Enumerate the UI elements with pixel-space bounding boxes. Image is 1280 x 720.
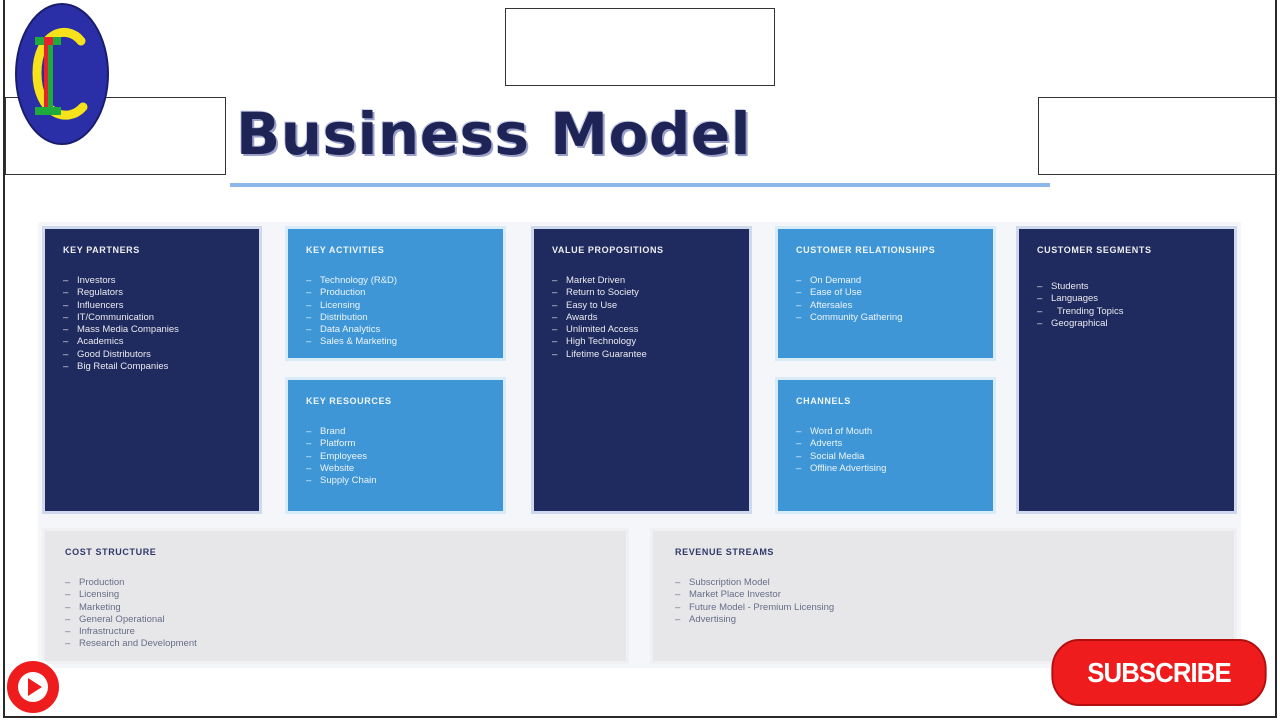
block-title: KEY RESOURCES: [306, 396, 392, 406]
customer-relationships-list: On Demand Ease of Use Aftersales Communi…: [796, 275, 975, 324]
list-item: Academics: [63, 336, 241, 349]
key-partners-list: Investors Regulators Influencers IT/Comm…: [63, 275, 241, 374]
list-item: Word of Mouth: [796, 426, 975, 439]
list-item: Trending Topics: [1037, 306, 1216, 319]
block-title: CHANNELS: [796, 396, 851, 406]
list-item: Production: [306, 287, 485, 300]
list-item: Languages: [1037, 293, 1216, 306]
list-item: Licensing: [65, 589, 608, 602]
list-item: Marketing: [65, 602, 608, 615]
list-item: Distribution: [306, 312, 485, 325]
list-item: Investors: [63, 275, 241, 288]
list-item: Subscription Model: [675, 577, 1216, 590]
block-title: COST STRUCTURE: [65, 547, 157, 557]
list-item: Infrastructure: [65, 626, 608, 639]
list-item: Offline Advertising: [796, 463, 975, 476]
cost-structure-list: Production Licensing Marketing General O…: [65, 577, 608, 651]
page-title: Business Model: [236, 100, 752, 168]
block-title: REVENUE STREAMS: [675, 547, 775, 557]
block-title: KEY PARTNERS: [63, 245, 140, 255]
subscribe-button[interactable]: SUBSCRIBE: [1051, 639, 1267, 706]
revenue-streams-list: Subscription Model Market Place Investor…: [675, 577, 1216, 626]
list-item: Brand: [306, 426, 485, 439]
key-partners-block: KEY PARTNERS Investors Regulators Influe…: [42, 226, 262, 514]
list-item: Licensing: [306, 300, 485, 313]
list-item: Sales & Marketing: [306, 336, 485, 349]
list-item: Lifetime Guarantee: [552, 349, 731, 362]
list-item: General Operational: [65, 614, 608, 627]
block-title: VALUE PROPOSITIONS: [552, 245, 664, 255]
list-item: On Demand: [796, 275, 975, 288]
list-item: Platform: [306, 438, 485, 451]
channels-list: Word of Mouth Adverts Social Media Offli…: [796, 426, 975, 475]
cost-structure-block: COST STRUCTURE Production Licensing Mark…: [42, 528, 629, 664]
channel-logo: [15, 3, 109, 145]
list-item: Mass Media Companies: [63, 324, 241, 337]
list-item: Unlimited Access: [552, 324, 731, 337]
list-item: Students: [1037, 281, 1216, 294]
play-button-icon[interactable]: [4, 656, 62, 718]
key-activities-list: Technology (R&D) Production Licensing Di…: [306, 275, 485, 349]
title-underline: [230, 183, 1050, 187]
list-item: Easy to Use: [552, 300, 731, 313]
list-item: Future Model - Premium Licensing: [675, 602, 1216, 615]
list-item: Awards: [552, 312, 731, 325]
value-propositions-block: VALUE PROPOSITIONS Market Driven Return …: [531, 226, 752, 514]
list-item: Influencers: [63, 300, 241, 313]
list-item: Return to Society: [552, 287, 731, 300]
customer-segments-block: CUSTOMER SEGMENTS Students Languages Tre…: [1016, 226, 1237, 514]
list-item: Supply Chain: [306, 475, 485, 488]
list-item: High Technology: [552, 336, 731, 349]
customer-segments-list: Students Languages Trending Topics Geogr…: [1037, 281, 1216, 330]
value-propositions-list: Market Driven Return to Society Easy to …: [552, 275, 731, 361]
list-item: Market Place Investor: [675, 589, 1216, 602]
list-item: Big Retail Companies: [63, 361, 241, 374]
list-item: Ease of Use: [796, 287, 975, 300]
list-item: IT/Communication: [63, 312, 241, 325]
block-title: KEY ACTIVITIES: [306, 245, 385, 255]
list-item: Employees: [306, 451, 485, 464]
list-item: Technology (R&D): [306, 275, 485, 288]
list-item: Aftersales: [796, 300, 975, 313]
list-item: Regulators: [63, 287, 241, 300]
list-item: Geographical: [1037, 318, 1216, 331]
key-activities-block: KEY ACTIVITIES Technology (R&D) Producti…: [285, 226, 506, 361]
key-resources-list: Brand Platform Employees Website Supply …: [306, 426, 485, 488]
list-item: Community Gathering: [796, 312, 975, 325]
list-item: Market Driven: [552, 275, 731, 288]
channels-block: CHANNELS Word of Mouth Adverts Social Me…: [775, 377, 996, 514]
list-item: Social Media: [796, 451, 975, 464]
list-item: Website: [306, 463, 485, 476]
block-title: CUSTOMER SEGMENTS: [1037, 245, 1152, 255]
placeholder-box-top: [505, 8, 775, 86]
list-item: Research and Development: [65, 638, 608, 651]
list-item: Good Distributors: [63, 349, 241, 362]
block-title: CUSTOMER RELATIONSHIPS: [796, 245, 936, 255]
key-resources-block: KEY RESOURCES Brand Platform Employees W…: [285, 377, 506, 514]
list-item: Advertising: [675, 614, 1216, 627]
list-item: Adverts: [796, 438, 975, 451]
list-item: Production: [65, 577, 608, 590]
placeholder-box-right: [1038, 97, 1276, 175]
customer-relationships-block: CUSTOMER RELATIONSHIPS On Demand Ease of…: [775, 226, 996, 361]
list-item: Data Analytics: [306, 324, 485, 337]
